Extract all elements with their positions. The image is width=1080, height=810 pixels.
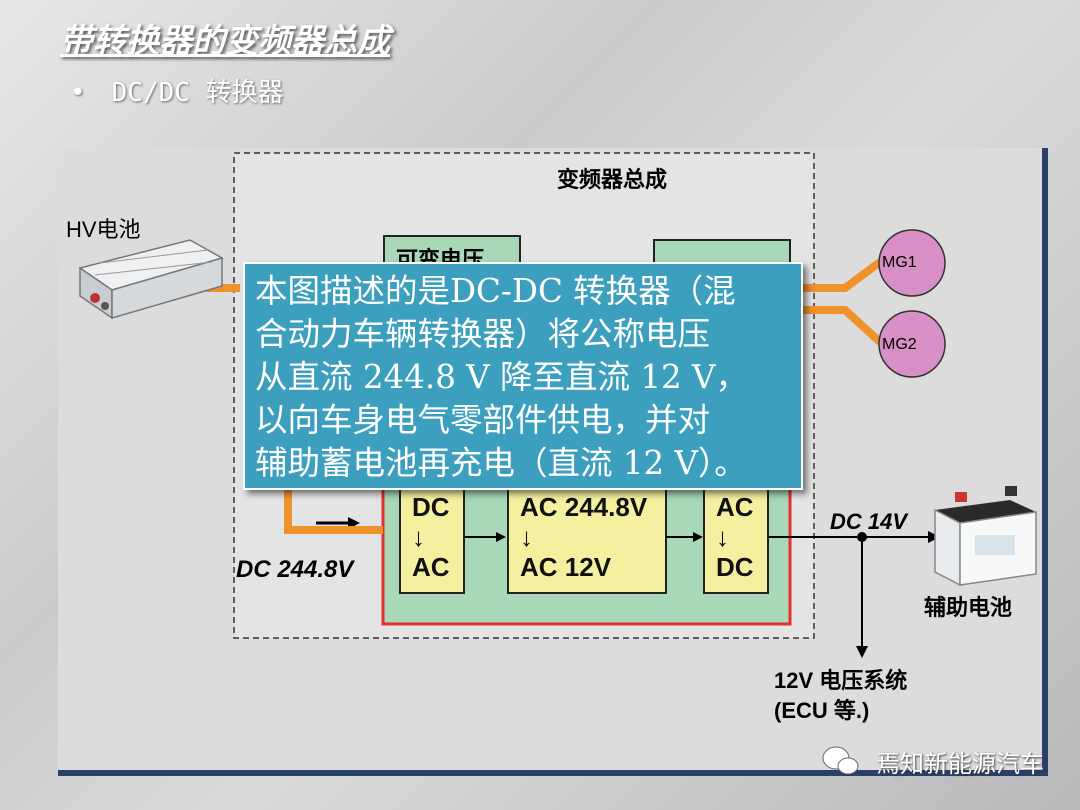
bullet-text: DC/DC 转换器 — [111, 78, 284, 108]
block2-arrow: ↓ — [520, 522, 533, 552]
system-label-line1: 12V 电压系统 — [774, 668, 908, 693]
hv-battery-label: HV电池 — [66, 217, 141, 242]
system-label: 12V 电压系统 (ECU 等.) — [774, 666, 907, 726]
callout-line-4: 以向车身电气零部件供电，并对 — [255, 401, 711, 439]
mg2-label: MG2 — [882, 336, 917, 353]
system-label-line2: (ECU 等.) — [774, 698, 870, 723]
mg1-label: MG1 — [882, 254, 917, 271]
bullet-item: • DC/DC 转换器 — [70, 72, 284, 109]
hv-battery-icon — [78, 239, 224, 320]
page-title: 带转换器的变频器总成 — [60, 21, 390, 60]
orange-line-mg1 — [800, 258, 883, 292]
callout-line-3: 从直流 244.8 V 降至直流 12 V， — [255, 358, 748, 396]
mg2-circle — [878, 310, 946, 378]
callout-box: 本图描述的是DC-DC 转换器（混 合动力车辆转换器）将公称电压 从直流 244… — [243, 262, 803, 490]
watermark-text: 焉知新能源汽车 — [876, 750, 1044, 778]
bullet-symbol: • — [70, 78, 86, 108]
orange-line-dc-input — [284, 490, 383, 534]
block1-text: DC ↓ AC — [412, 492, 450, 582]
block3-text: AC ↓ DC — [716, 492, 754, 582]
block1-bottom: AC — [412, 552, 450, 582]
block1-top: DC — [412, 492, 450, 522]
dc-input-label: DC 244.8V — [236, 556, 354, 583]
block3-top: AC — [716, 492, 754, 522]
callout-line-1: 本图描述的是DC-DC 转换器（混 — [255, 272, 736, 310]
block3-bottom: DC — [716, 552, 754, 582]
aux-battery-icon — [934, 486, 1037, 587]
orange-line-mg2 — [800, 306, 883, 345]
block3-arrow: ↓ — [716, 522, 729, 552]
callout-line-2: 合动力车辆转换器）将公称电压 — [255, 315, 711, 353]
block-dc-ac — [399, 487, 465, 594]
block2-bottom: AC 12V — [520, 552, 612, 582]
block2-top: AC 244.8V — [520, 492, 648, 522]
wechat-icon — [822, 746, 859, 775]
block1-arrow: ↓ — [412, 522, 425, 552]
dc-output-label: DC 14V — [830, 509, 908, 534]
mg1-circle — [878, 229, 946, 297]
callout-line-5: 辅助蓄电池再充电（直流 12 V）。 — [255, 444, 747, 482]
block2-text: AC 244.8V ↓ AC 12V — [520, 492, 647, 582]
inverter-assembly-label: 变频器总成 — [557, 167, 668, 192]
aux-battery-label: 辅助电池 — [924, 595, 1013, 620]
